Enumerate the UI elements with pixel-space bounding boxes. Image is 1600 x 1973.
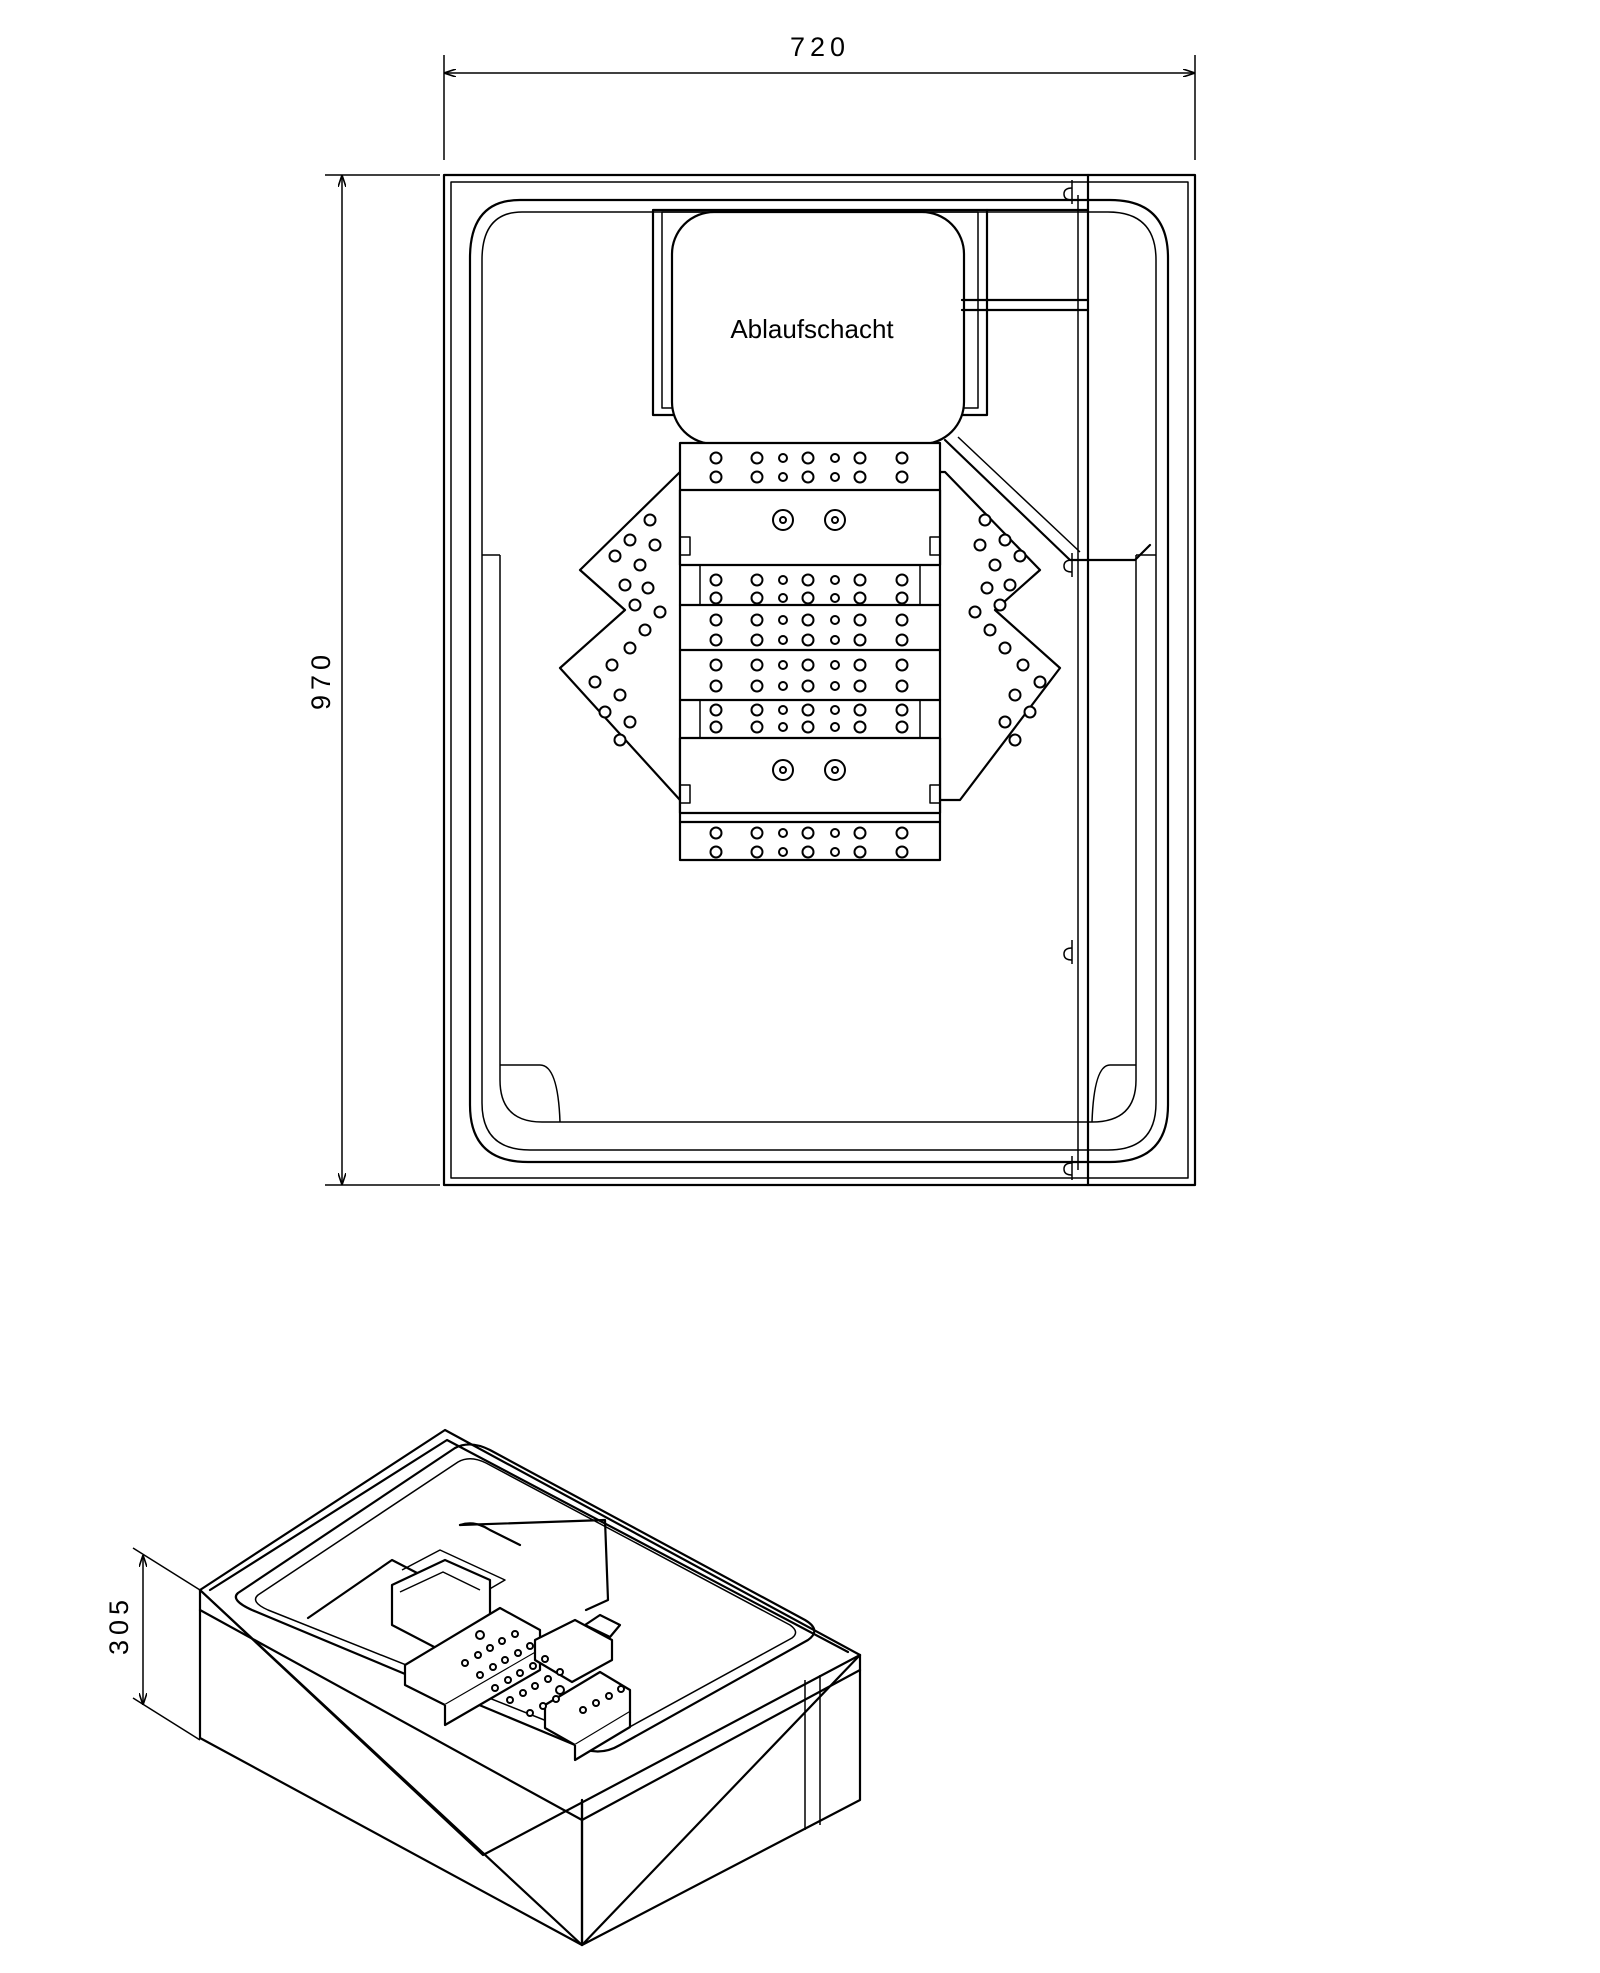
grate-center	[678, 441, 942, 862]
length-dimension-label: 970	[306, 650, 336, 710]
drain-shaft-label: Ablaufschacht	[730, 314, 894, 344]
iso-grate	[390, 1558, 632, 1762]
iso-box	[198, 1428, 862, 1947]
isometric-view: 305	[104, 1428, 862, 1947]
center-holes	[709, 451, 909, 859]
width-dimension-label: 720	[790, 32, 850, 62]
width-dimension: 720	[443, 32, 1196, 160]
tray-outline	[442, 173, 1197, 1187]
length-dimension: 970	[306, 174, 440, 1186]
wing-holes	[588, 513, 1047, 747]
drain-shaft: Ablaufschacht	[651, 208, 1152, 562]
top-view: 720 970	[306, 32, 1197, 1187]
height-dimension: 305	[104, 1547, 201, 1741]
height-dimension-label: 305	[104, 1595, 134, 1655]
